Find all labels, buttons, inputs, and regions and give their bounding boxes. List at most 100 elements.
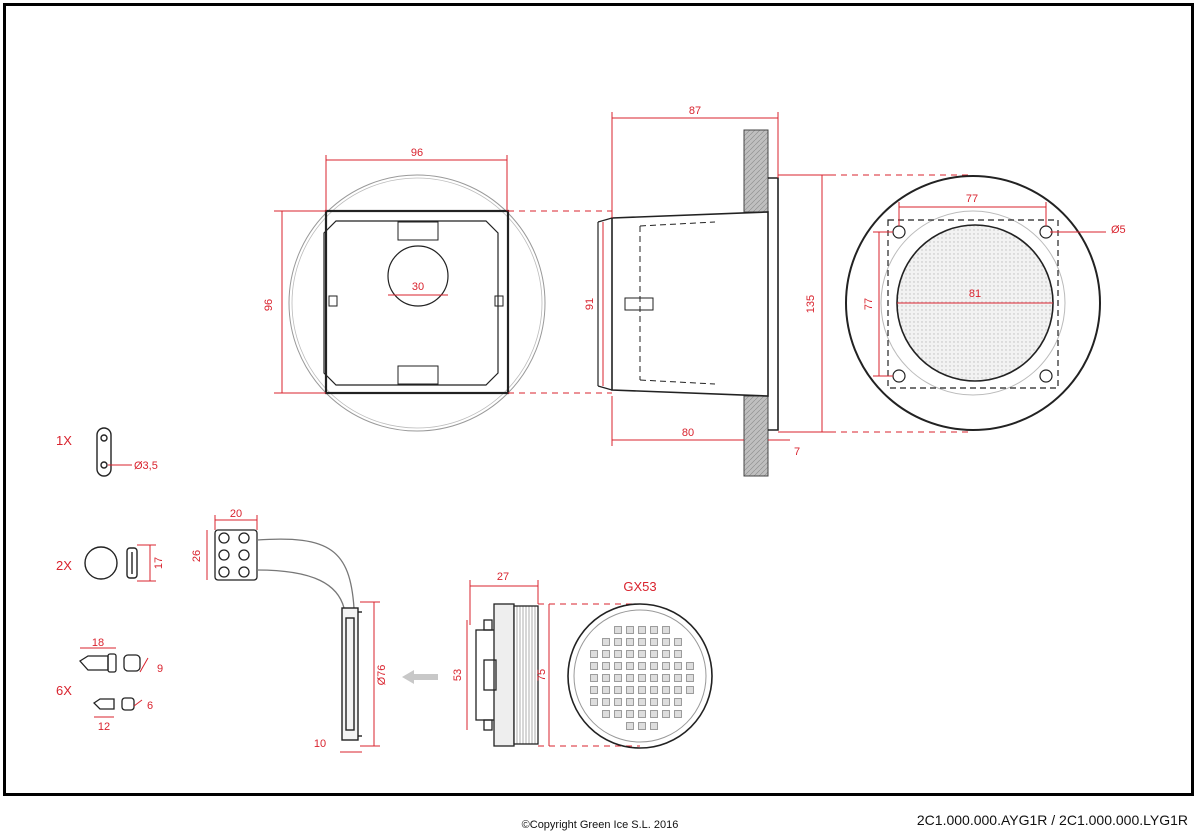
led-chip <box>590 674 598 682</box>
anchor-length-label: 12 <box>98 721 110 733</box>
hole-spacing-v-label: 77 <box>863 298 875 310</box>
led-chip <box>662 710 670 718</box>
depth-total-label: 87 <box>689 105 701 117</box>
led-chip <box>602 638 610 646</box>
box-height-label: 96 <box>263 299 275 311</box>
lamp-holder <box>341 607 362 741</box>
side-view <box>597 129 779 477</box>
screw-hole-label: Ø5 <box>1111 224 1126 236</box>
grille-diameter-label: 81 <box>969 288 981 300</box>
model-number: 2C1.000.000.AYG1R / 2C1.000.000.LYG1R <box>916 812 1188 828</box>
led-chip <box>686 686 694 694</box>
led-chip <box>650 710 658 718</box>
led-array <box>590 626 694 730</box>
led-chip <box>626 674 634 682</box>
led-chip <box>614 710 622 718</box>
anchor-width-label: 6 <box>147 700 153 712</box>
led-chip <box>602 674 610 682</box>
outer-diameter-label: 135 <box>805 295 817 313</box>
led-chip <box>662 686 670 694</box>
led-chip <box>674 674 682 682</box>
led-chip <box>686 674 694 682</box>
led-chip <box>614 662 622 670</box>
lamp-front-view <box>567 603 713 749</box>
led-chip <box>626 662 634 670</box>
front-dimensions <box>274 155 508 394</box>
depth-inner-label: 80 <box>682 427 694 439</box>
led-chip <box>662 638 670 646</box>
led-chip <box>602 686 610 694</box>
led-chip <box>650 626 658 634</box>
terminal-block <box>214 529 355 609</box>
terminal-width-label: 20 <box>230 508 242 520</box>
led-chip <box>638 722 646 730</box>
led-chip <box>638 674 646 682</box>
led-chip <box>590 662 598 670</box>
grille-dimensions <box>873 202 1106 377</box>
led-chip <box>674 650 682 658</box>
led-chip <box>626 650 634 658</box>
led-chip <box>614 638 622 646</box>
lamp-body-label: 53 <box>452 669 464 681</box>
led-chip <box>650 650 658 658</box>
lamp-depth-label: 27 <box>497 571 509 583</box>
led-chip <box>638 710 646 718</box>
led-chip <box>674 662 682 670</box>
led-chip <box>686 662 694 670</box>
led-chip <box>662 698 670 706</box>
screw-quantity: 6X <box>56 683 72 698</box>
led-chip <box>650 686 658 694</box>
plug-quantity: 2X <box>56 558 72 573</box>
led-chip <box>638 638 646 646</box>
clip-quantity: 1X <box>56 433 72 448</box>
lamp-side-view <box>475 603 539 747</box>
led-chip <box>650 674 658 682</box>
led-chip <box>674 710 682 718</box>
led-chip <box>650 638 658 646</box>
led-chip <box>638 626 646 634</box>
body-height-label: 91 <box>584 298 596 310</box>
led-chip <box>614 686 622 694</box>
led-chip <box>626 698 634 706</box>
led-chip <box>614 650 622 658</box>
led-chip <box>602 662 610 670</box>
holder-diameter-label: Ø76 <box>376 665 388 686</box>
screw-length-label: 18 <box>92 637 104 649</box>
front-view <box>288 174 546 432</box>
led-chip <box>662 674 670 682</box>
led-chip <box>626 686 634 694</box>
side-dimensions <box>508 112 970 446</box>
led-chip <box>650 662 658 670</box>
led-chip <box>650 698 658 706</box>
led-chip <box>626 710 634 718</box>
terminal-height-label: 26 <box>191 550 203 562</box>
lamp-diameter-label: 75 <box>536 669 548 681</box>
hole-diameter-label: 30 <box>412 281 424 293</box>
clip-part <box>96 427 112 477</box>
led-chip <box>602 698 610 706</box>
led-chip <box>674 698 682 706</box>
led-chip <box>662 650 670 658</box>
screw-head-label: 9 <box>157 663 163 675</box>
led-chip <box>602 650 610 658</box>
plug-size-label: 17 <box>153 557 165 569</box>
led-chip <box>674 638 682 646</box>
flange-thickness-label: 7 <box>794 446 800 458</box>
led-chip <box>590 698 598 706</box>
led-chip <box>626 626 634 634</box>
led-chip <box>650 722 658 730</box>
led-chip <box>614 698 622 706</box>
drawing-frame <box>3 3 1194 796</box>
led-chip <box>662 662 670 670</box>
led-chip <box>638 686 646 694</box>
screw-part <box>79 653 141 711</box>
box-width-label: 96 <box>411 147 423 159</box>
lamp-type-label: GX53 <box>623 579 656 594</box>
led-chip <box>614 626 622 634</box>
copyright-notice: ©Copyright Green Ice S.L. 2016 <box>521 819 679 831</box>
led-chip <box>638 698 646 706</box>
led-chip <box>638 650 646 658</box>
led-chip <box>626 722 634 730</box>
led-chip <box>674 686 682 694</box>
